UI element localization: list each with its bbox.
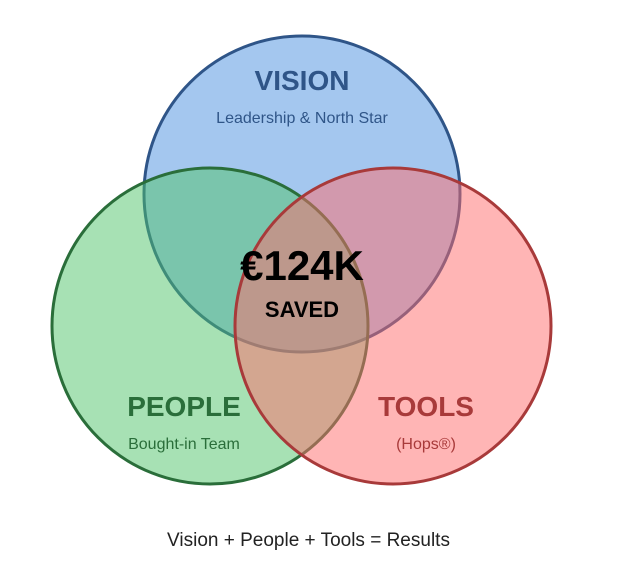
people-subtitle: Bought-in Team — [128, 436, 240, 453]
center-label: SAVED — [265, 297, 339, 322]
center-value: €124K — [240, 242, 364, 289]
caption: Vision + People + Tools = Results — [167, 530, 450, 551]
tools-title: TOOLS — [378, 391, 474, 422]
vision-title: VISION — [255, 65, 350, 96]
vision-subtitle: Leadership & North Star — [216, 110, 388, 127]
people-title: PEOPLE — [127, 391, 241, 422]
tools-subtitle: (Hops®) — [396, 436, 456, 453]
tools-circle — [233, 166, 553, 486]
